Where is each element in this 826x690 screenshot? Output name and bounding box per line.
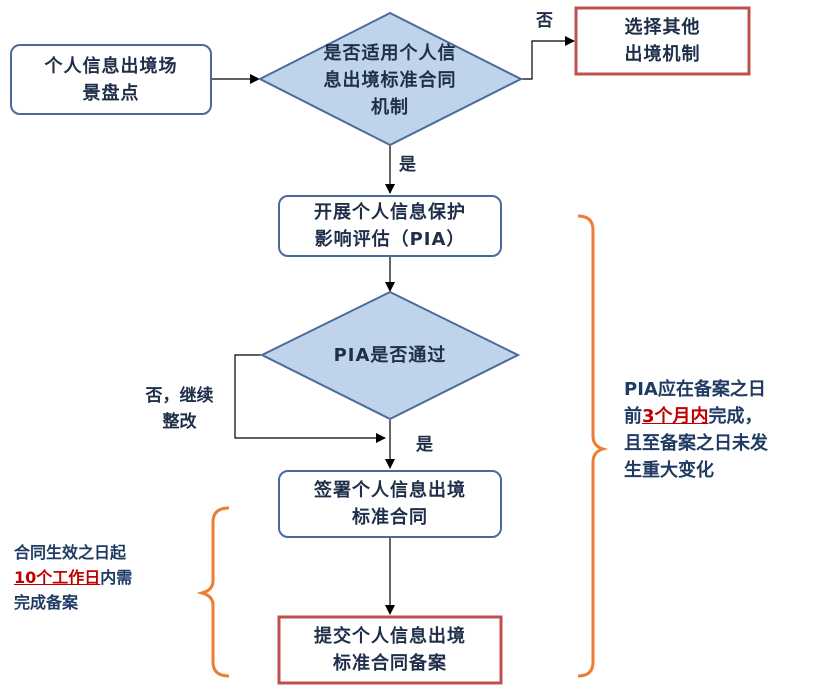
node-file-box bbox=[277, 615, 503, 685]
node-decision1-label: 是否适用个人信 息出境标准合同 机制 bbox=[290, 39, 490, 121]
right-note-post: 完成， bbox=[708, 406, 763, 427]
left-note-emphasis: 10个工作日 bbox=[14, 568, 101, 587]
left-note: 合同生效之日起 10个工作日内需 完成备案 bbox=[14, 540, 199, 615]
left-note-line-3: 完成备案 bbox=[14, 593, 79, 612]
node-decision1-diamond bbox=[257, 11, 524, 147]
pia-line-2: 影响评估（PIA） bbox=[314, 229, 466, 250]
sign-line-1: 签署个人信息出境 bbox=[314, 480, 466, 501]
other-line-1: 选择其他 bbox=[624, 17, 701, 38]
edge-label-retry: 否，继续 整改 bbox=[132, 383, 227, 435]
right-bracket bbox=[577, 214, 609, 678]
other-line-2: 出境机制 bbox=[624, 44, 701, 65]
edge-label-yes-1: 是 bbox=[399, 155, 416, 175]
node-scenario-box bbox=[10, 44, 212, 115]
node-pia-label: 开展个人信息保护 影响评估（PIA） bbox=[279, 196, 501, 256]
pia-line-1: 开展个人信息保护 bbox=[314, 202, 466, 223]
right-note-line-2: 前3个月内完成， bbox=[624, 403, 820, 430]
right-note-line-4: 生重大变化 bbox=[624, 460, 714, 481]
right-note-line-3: 且至备案之日未发 bbox=[624, 433, 768, 454]
decision1-line-1: 是否适用个人信 bbox=[323, 42, 457, 64]
right-note: PIA应在备案之日 前3个月内完成， 且至备案之日未发 生重大变化 bbox=[624, 376, 820, 484]
right-note-emphasis: 3个月内 bbox=[642, 406, 709, 427]
file-line-1: 提交个人信息出境 bbox=[314, 626, 466, 647]
retry-line-1: 否，继续 bbox=[145, 386, 214, 406]
left-bracket bbox=[196, 506, 230, 678]
node-decision2-label: PIA是否通过 bbox=[300, 340, 480, 370]
left-note-line-1: 合同生效之日起 bbox=[14, 543, 127, 562]
left-note-line-2: 10个工作日内需 bbox=[14, 565, 199, 590]
node-sign-label: 签署个人信息出境 标准合同 bbox=[279, 471, 501, 537]
scenario-line-2: 景盘点 bbox=[82, 82, 140, 104]
node-other-label: 选择其他 出境机制 bbox=[576, 8, 749, 74]
right-note-line-1: PIA应在备案之日 bbox=[624, 379, 766, 400]
right-note-pre: 前 bbox=[624, 406, 642, 427]
retry-line-2: 整改 bbox=[162, 412, 197, 432]
scenario-line-1: 个人信息出境场 bbox=[44, 55, 178, 77]
node-sign-box bbox=[278, 470, 502, 538]
node-pia-box bbox=[278, 195, 502, 257]
file-line-2: 标准合同备案 bbox=[333, 653, 447, 674]
node-scenario-label: 个人信息出境场 景盘点 bbox=[11, 45, 211, 114]
left-note-post: 内需 bbox=[100, 568, 133, 587]
node-file-label: 提交个人信息出境 标准合同备案 bbox=[279, 617, 501, 683]
edge-label-yes-2: 是 bbox=[416, 435, 433, 455]
node-other-box bbox=[574, 6, 751, 76]
edge-decision2-no-loop bbox=[234, 354, 386, 443]
edge-decision1-no bbox=[521, 36, 575, 80]
decision1-line-3: 机制 bbox=[371, 96, 409, 118]
decision1-line-2: 息出境标准合同 bbox=[323, 69, 457, 91]
decision2-text: PIA是否通过 bbox=[333, 344, 447, 366]
node-decision2-diamond bbox=[259, 290, 521, 421]
sign-line-2: 标准合同 bbox=[352, 507, 428, 528]
edge-label-no: 否 bbox=[536, 11, 553, 31]
